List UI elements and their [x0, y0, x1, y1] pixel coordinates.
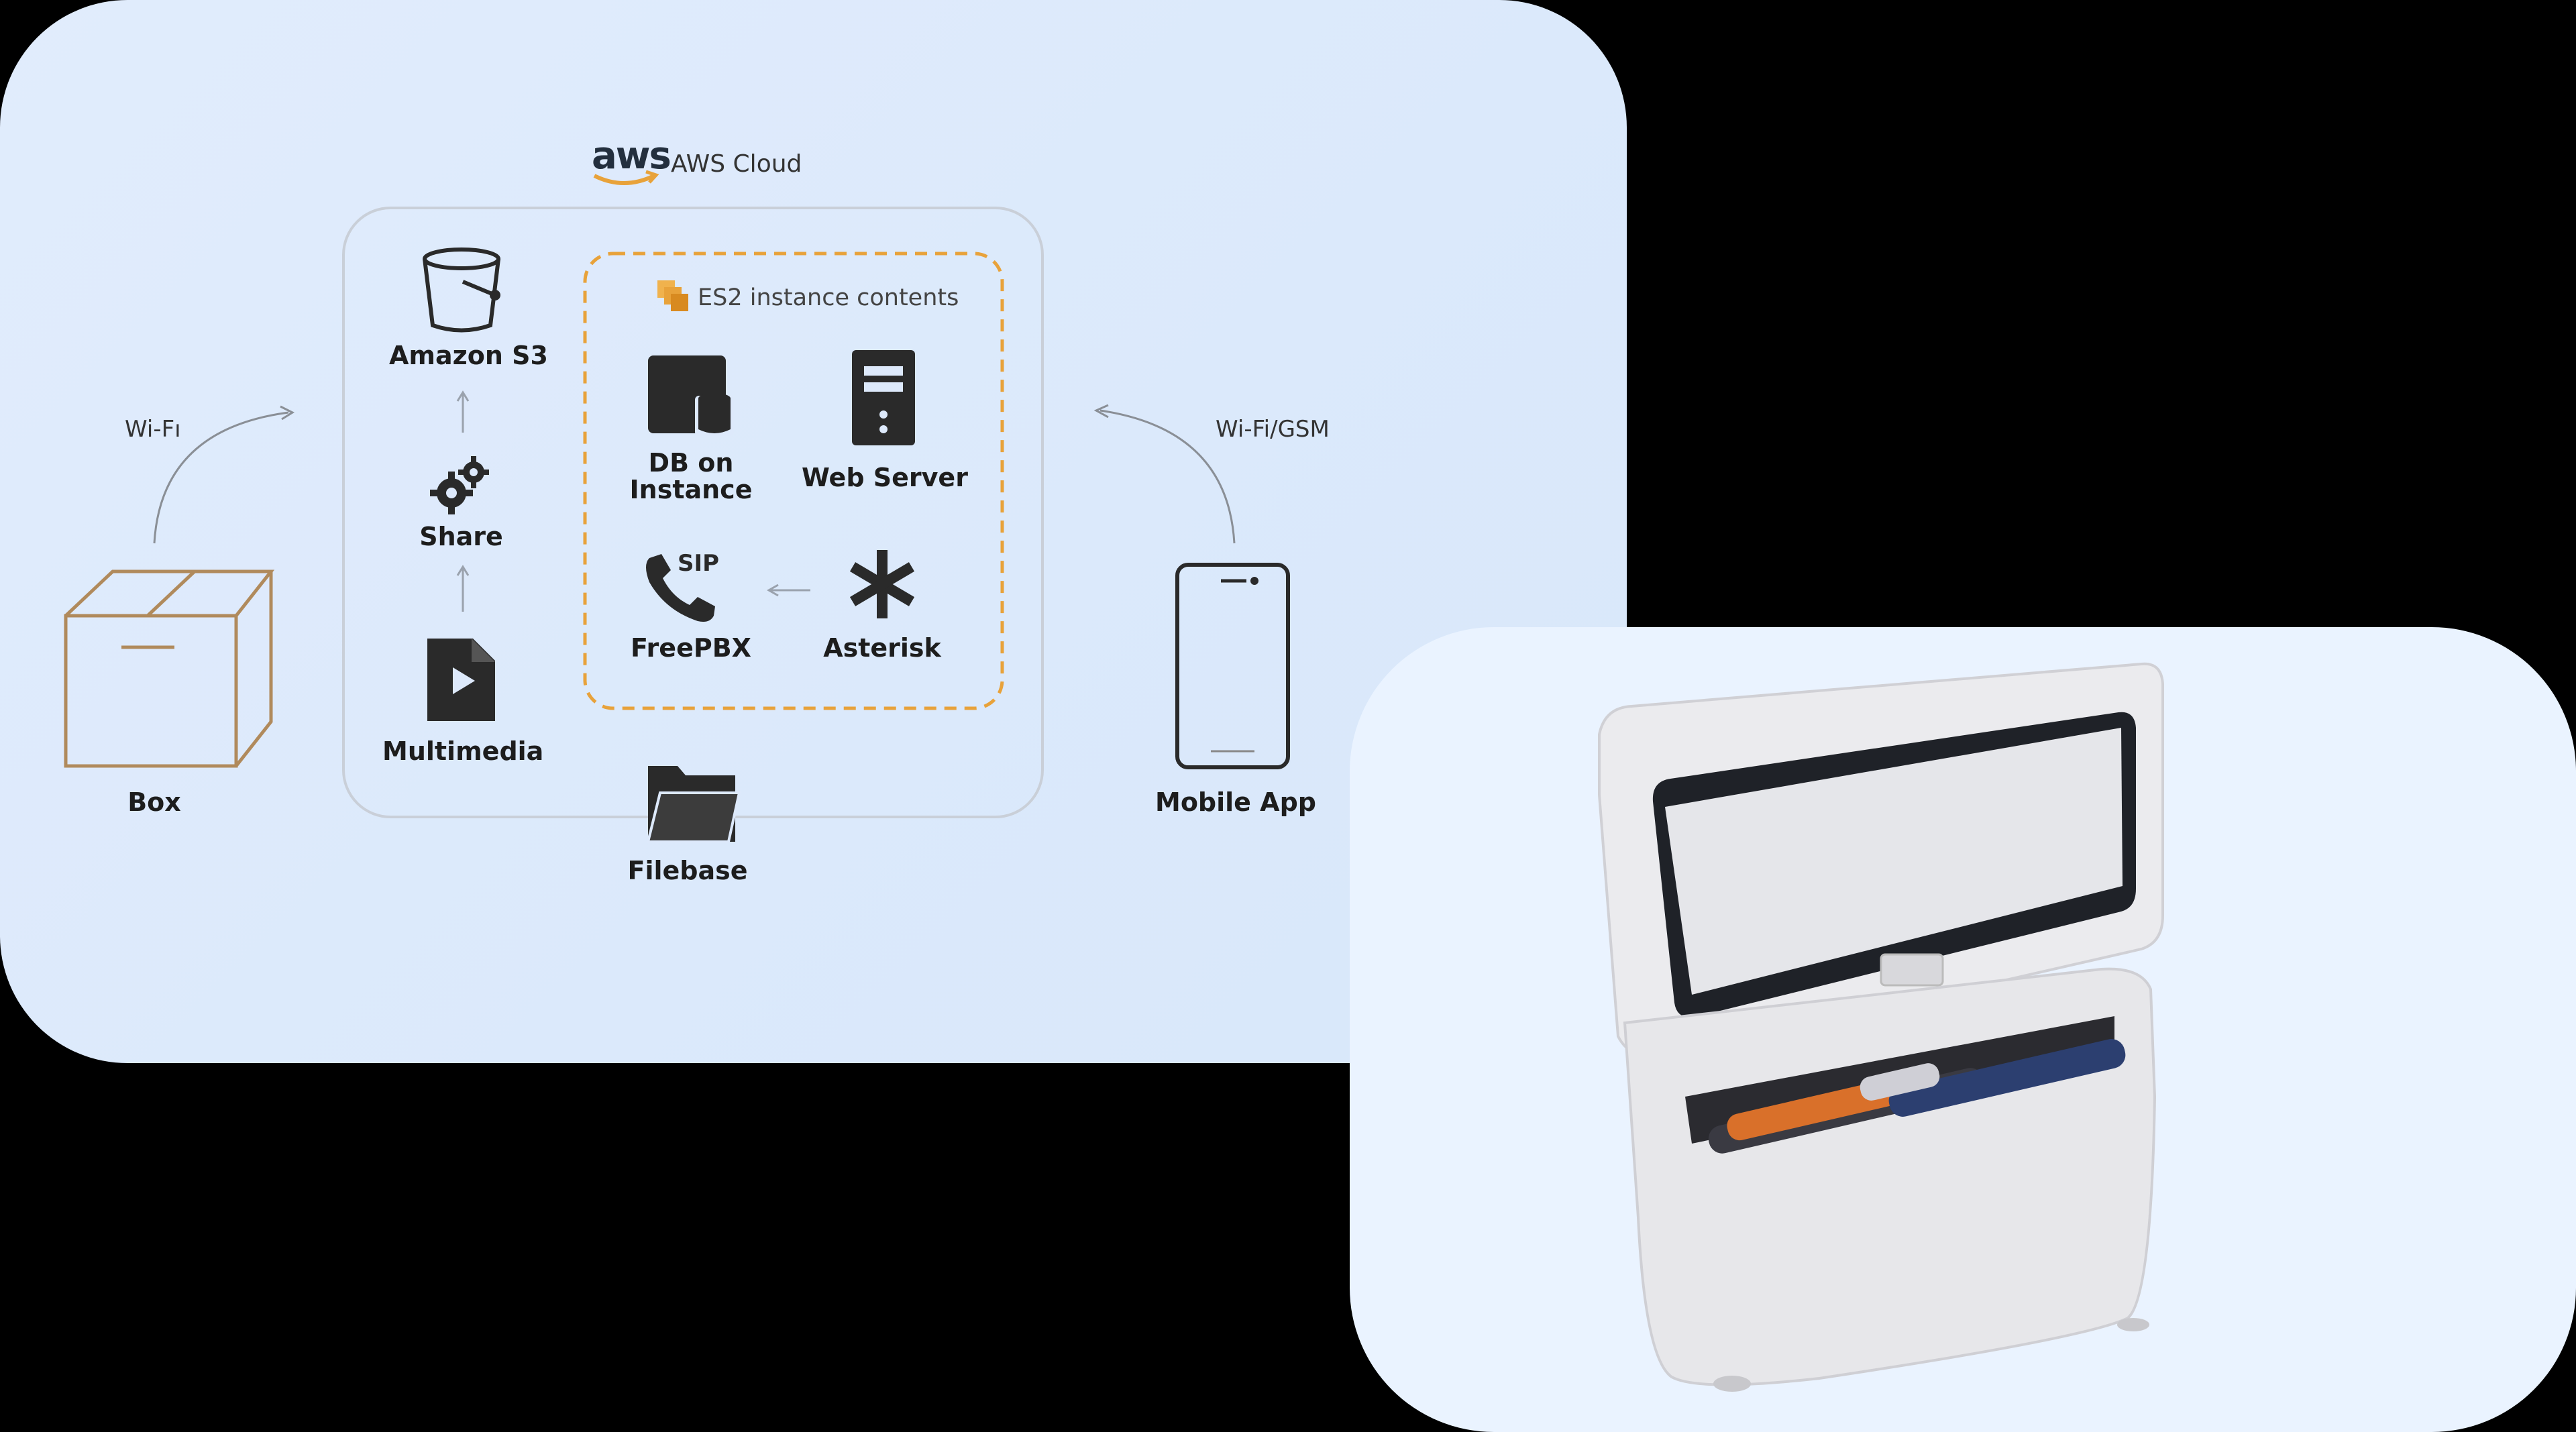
box-label: Box: [127, 787, 181, 817]
s3-label: Amazon S3: [389, 341, 548, 370]
filebase-label: Filebase: [627, 856, 748, 885]
folder-icon: [646, 766, 741, 843]
share-label: Share: [419, 522, 503, 551]
insulin-cooler-image: [1598, 662, 2164, 1392]
sip-label: SIP: [678, 550, 720, 577]
architecture-panel: aws AWS Cloud ES2 instance contents Amaz…: [0, 0, 1627, 1063]
ec2-title: ES2 instance contents: [698, 284, 959, 311]
asterisk-label: Asterisk: [823, 633, 941, 663]
s3-bucket-icon: [423, 247, 500, 333]
db-instance-icon: [648, 355, 734, 436]
box-icon: [64, 569, 275, 768]
aws-logo-smile: [593, 174, 655, 185]
architecture-diagram: [64, 170, 1290, 843]
multimedia-label: Multimedia: [382, 736, 544, 766]
mobile-app-label: Mobile App: [1155, 787, 1316, 817]
aws-logo-text: aws: [592, 134, 672, 178]
sip-phone-icon: [646, 554, 715, 622]
aws-cloud-title: AWS Cloud: [671, 150, 802, 178]
asterisk-icon: [849, 550, 915, 618]
insulin-pens: [1708, 1039, 2126, 1154]
multimedia-icon: [427, 639, 495, 721]
mobile-phone-icon: [1175, 563, 1290, 769]
server-icon: [852, 350, 915, 445]
gears-icon: [430, 456, 489, 514]
ec2-container: [583, 252, 1004, 710]
freepbx-label: FreePBX: [631, 633, 751, 663]
product-panel: [1350, 627, 2576, 1432]
ec2-icon: [657, 280, 688, 311]
wifi-label: Wi-Fı: [125, 416, 181, 443]
db-label: DB on Instance: [629, 448, 753, 504]
web-server-label: Web Server: [802, 463, 968, 492]
wifi-gsm-label: Wi-Fi/GSM: [1216, 416, 1330, 443]
